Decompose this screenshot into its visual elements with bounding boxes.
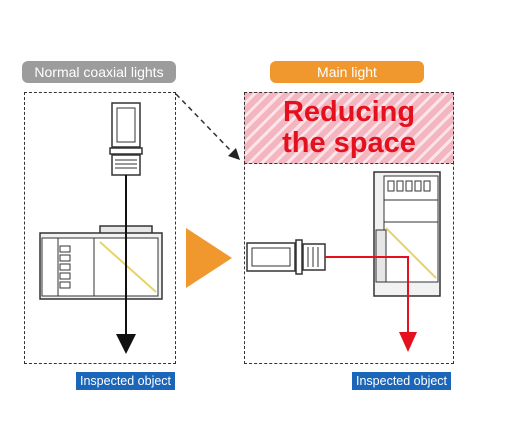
right-camera [246,239,326,275]
reducing-space-text: Reducing the space [244,97,454,159]
inspected-object-tag-left: Inspected object [76,372,176,390]
left-coaxial-unit [39,225,163,300]
connector-arrow [175,93,233,153]
reducing-line-1: Reducing [282,96,416,128]
right-optical-path [325,256,409,336]
right-half-mirror [385,227,437,279]
connector-arrowhead [228,148,240,160]
left-camera [109,102,143,176]
normal-coaxial-lights-label: Normal coaxial lights [22,61,176,83]
left-half-mirror [99,241,157,293]
reducing-space-region [244,92,454,164]
reducing-line-2: the space [282,127,416,159]
left-down-arrowhead [116,334,136,354]
right-down-arrowhead [399,332,417,352]
inspected-object-tag-right: Inspected object [352,372,452,390]
main-light-label: Main light [270,61,424,83]
normal-setup-frame [24,92,176,364]
orange-transition-arrow [186,228,232,288]
